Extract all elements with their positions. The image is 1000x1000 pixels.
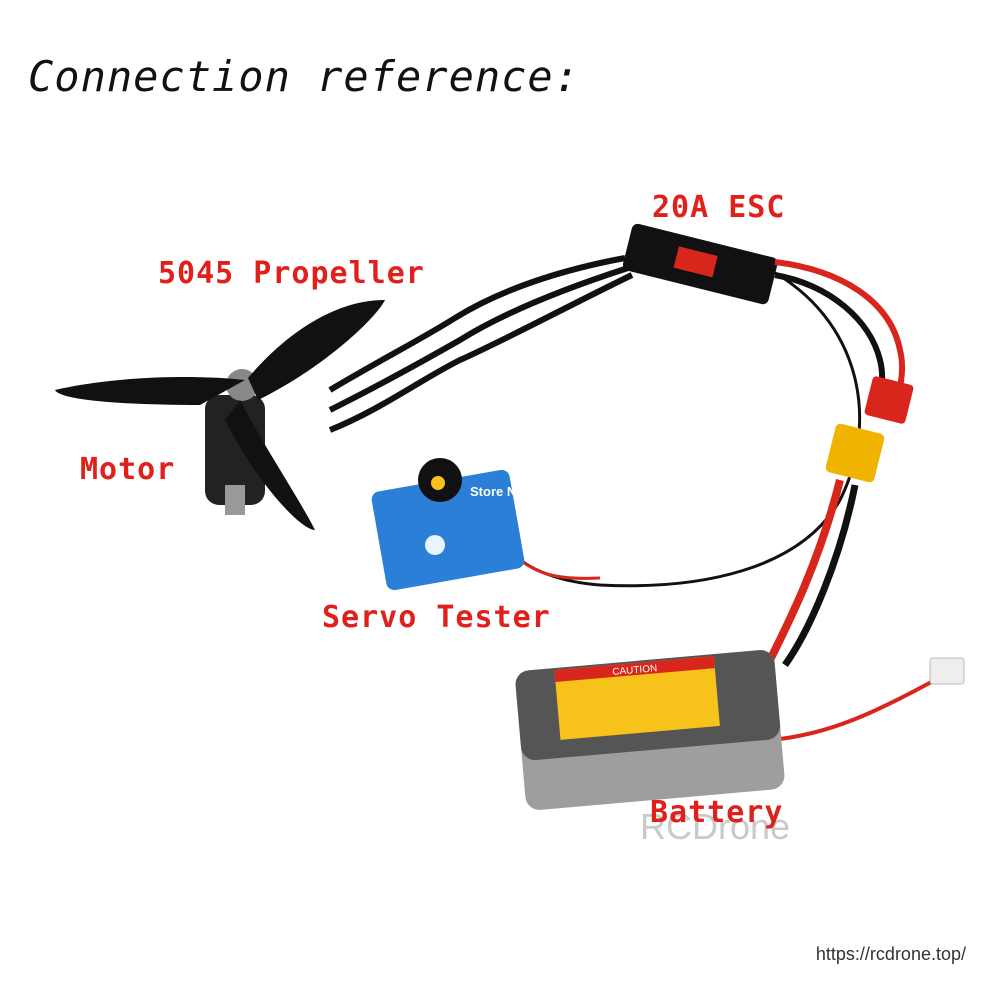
watermark: RCDrone [640,806,791,847]
label-propeller: 5045 Propeller [158,256,425,291]
servo-signal-wire-red [519,558,601,580]
battery-caution-text: CAUTION [612,663,658,678]
xt60-male [864,376,914,424]
label-esc: 20A ESC [652,190,786,225]
esc-body [622,223,778,305]
servo-signal-wire [513,268,862,588]
battery-lead-red [766,479,844,662]
xt60-female [825,423,885,483]
battery-pack: CAUTION [515,650,785,810]
motor-wire-1 [328,255,626,393]
store-overlay-text: Store No.: 727847 [470,484,580,499]
battery-lead-black [782,484,859,668]
motor-wire-2 [328,265,629,413]
site-url: https://rcdrone.top/ [815,944,966,964]
label-servo-tester: Servo Tester [322,600,551,635]
propeller [55,300,385,530]
balance-plug [929,657,965,685]
page-title: Connection reference: [28,52,581,101]
label-motor: Motor [80,452,176,487]
balance-lead [769,678,936,742]
servo-tester [371,458,525,591]
motor-wire-3 [328,272,634,433]
label-battery: Battery [650,795,784,830]
